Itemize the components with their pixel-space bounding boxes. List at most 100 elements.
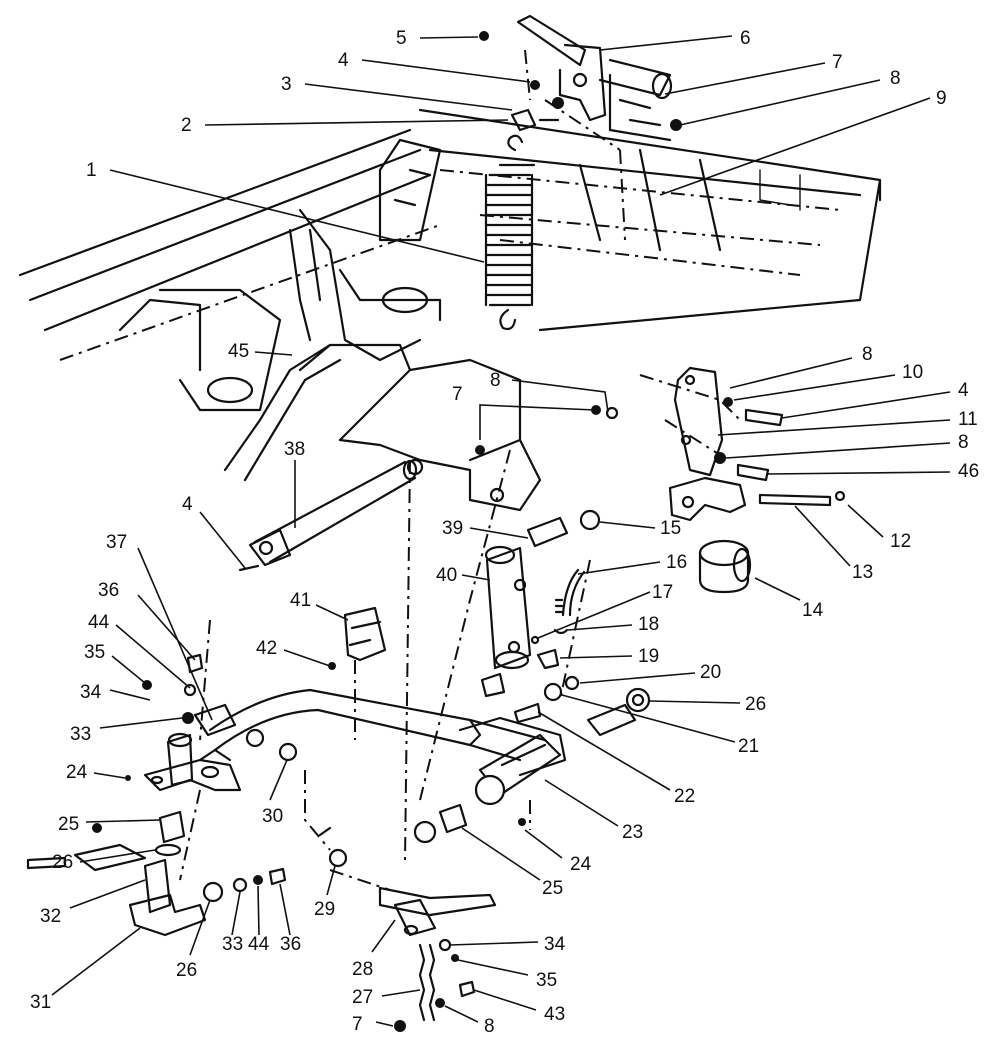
leader-6 — [599, 35, 733, 51]
leader-26b — [79, 849, 156, 863]
parts-artwork — [26, 14, 846, 1032]
callout-33: 33 — [222, 934, 243, 955]
leader-10 — [733, 374, 896, 401]
callout-17: 17 — [652, 582, 673, 603]
leader-26a — [649, 700, 741, 704]
callout-12: 12 — [890, 531, 911, 552]
callout-21: 21 — [738, 736, 759, 757]
callout-31: 31 — [30, 992, 51, 1013]
callout-41: 41 — [290, 590, 311, 611]
callout-26: 26 — [52, 852, 73, 873]
roller — [698, 539, 752, 594]
callout-7: 7 — [452, 384, 463, 405]
leader-16 — [577, 561, 661, 575]
leader-36a — [137, 594, 196, 661]
callout-8: 8 — [490, 370, 501, 391]
callout-32: 32 — [40, 906, 61, 927]
leader-12 — [847, 504, 884, 538]
leader-46 — [767, 471, 951, 475]
callout-4: 4 — [182, 494, 193, 515]
leader-25b — [85, 819, 161, 823]
callout-8: 8 — [958, 432, 969, 453]
callout-44: 44 — [88, 612, 110, 633]
leader-23 — [544, 779, 619, 827]
steering-arm — [318, 826, 497, 937]
callout-1: 1 — [86, 160, 97, 181]
callout-43: 43 — [544, 1004, 565, 1025]
leader-9 — [659, 97, 931, 196]
callout-24: 24 — [66, 762, 88, 783]
callout-34: 34 — [80, 682, 102, 703]
callout-44: 44 — [248, 934, 270, 955]
callout-13: 13 — [852, 562, 873, 583]
leader-11 — [717, 419, 951, 436]
callout-15: 15 — [660, 518, 681, 539]
callout-9: 9 — [936, 88, 947, 109]
leader-7b — [479, 404, 596, 440]
leader-15 — [599, 521, 656, 529]
callout-37: 37 — [106, 532, 127, 553]
leader-29 — [326, 865, 336, 896]
callout-28: 28 — [352, 959, 373, 980]
callout-14: 14 — [802, 600, 824, 621]
right-side-plate — [673, 366, 784, 482]
leader-17 — [537, 591, 651, 639]
callout-3: 3 — [281, 74, 292, 95]
callout-39: 39 — [442, 518, 463, 539]
leader-13 — [794, 505, 851, 567]
leader-14 — [754, 577, 801, 601]
callout-35: 35 — [536, 970, 557, 991]
leader-27 — [381, 989, 421, 997]
callout-8: 8 — [890, 68, 901, 89]
mower-frame-chassis — [18, 108, 882, 512]
leader-7a — [664, 62, 826, 95]
leader-44a — [115, 624, 191, 689]
callout-19: 19 — [638, 646, 659, 667]
hydraulic-cylinder — [480, 545, 532, 698]
leader-1 — [109, 169, 485, 263]
leader-32 — [69, 879, 146, 909]
callout-25: 25 — [542, 878, 563, 899]
callout-16: 16 — [666, 552, 687, 573]
leader-26c — [189, 899, 211, 956]
leader-40 — [461, 574, 491, 581]
callout-46: 46 — [958, 461, 979, 482]
callout-22: 22 — [674, 786, 695, 807]
callout-25: 25 — [58, 814, 79, 835]
callout-42: 42 — [256, 638, 277, 659]
leader-35b — [457, 959, 529, 976]
leader-43 — [473, 989, 537, 1011]
leader-37 — [137, 547, 213, 721]
leader-2 — [204, 119, 509, 126]
callout-10: 10 — [902, 362, 923, 383]
callout-26: 26 — [176, 960, 197, 981]
callout-6: 6 — [740, 28, 751, 49]
leader-25a — [461, 827, 541, 881]
leader-5 — [419, 36, 479, 39]
callout-23: 23 — [622, 822, 643, 843]
leader-8a — [679, 79, 881, 126]
leader-34a — [109, 689, 151, 701]
callout-34: 34 — [544, 934, 566, 955]
leader-4a — [361, 59, 531, 83]
callout-5: 5 — [396, 28, 407, 49]
leader-33a — [99, 717, 183, 729]
callout-4: 4 — [338, 50, 349, 71]
leader-4c — [199, 511, 246, 569]
callout-8: 8 — [862, 344, 873, 365]
callout-26: 26 — [745, 694, 766, 715]
callout-38: 38 — [284, 439, 305, 460]
leader-24b — [93, 772, 126, 779]
leader-8d — [511, 379, 609, 413]
callout-33: 33 — [70, 724, 91, 745]
callout-11: 11 — [958, 409, 978, 430]
assembly-centerlines — [179, 49, 741, 891]
callout-29: 29 — [314, 899, 335, 920]
leader-21 — [561, 694, 736, 743]
leader-41 — [315, 604, 349, 621]
front-axle-tube — [208, 688, 567, 806]
cross-shaft — [238, 459, 418, 572]
leader-8b — [729, 357, 853, 389]
leader-31 — [51, 927, 141, 996]
